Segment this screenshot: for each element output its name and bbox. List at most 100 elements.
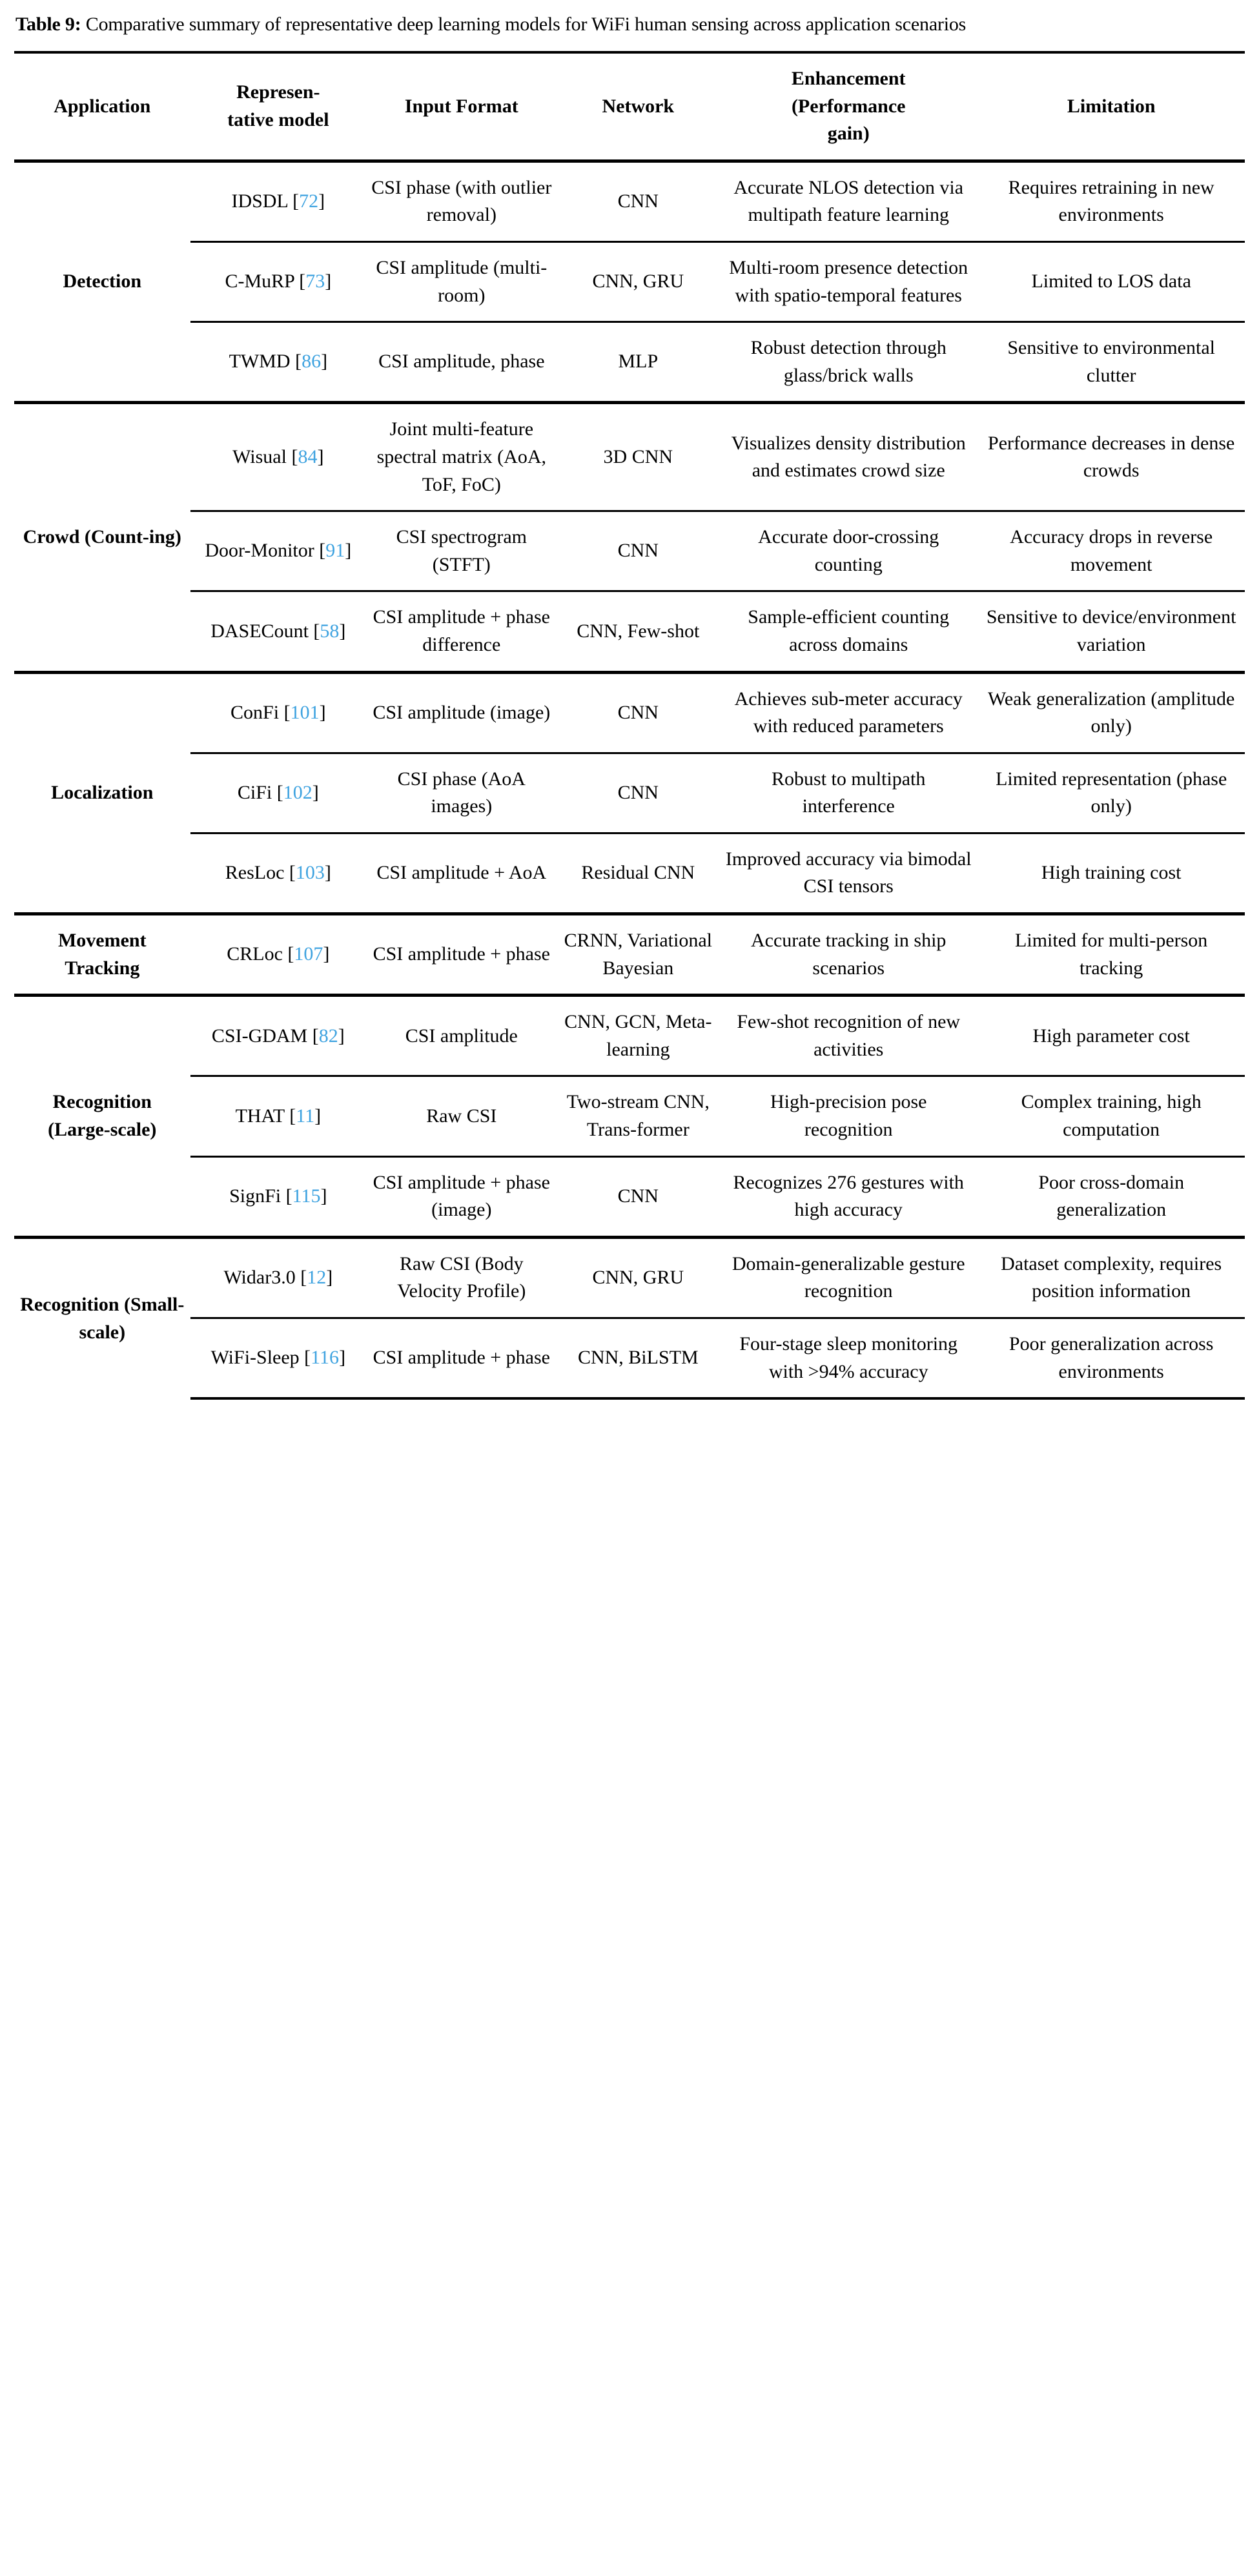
citation-number[interactable]: 72 [299,190,319,212]
citation-link[interactable]: [11] [289,1105,322,1127]
input-format: CSI phase (AoA images) [366,751,557,833]
citation-link[interactable]: [72] [292,190,325,212]
citation-number[interactable]: 116 [311,1347,340,1369]
citation-number[interactable]: 101 [290,701,320,723]
table-row: SignFi [115]CSI amplitude + phase (image… [14,1155,1245,1238]
enhancement-performance-gain: High-precision pose recognition [719,1075,978,1157]
citation-number[interactable]: 84 [298,445,318,467]
enhancement-performance-gain: Robust detection through glass/brick wal… [719,321,978,403]
limitation: Sensitive to environmental clutter [978,321,1245,403]
model-name: Wisual [84] [190,401,367,511]
enhancement-performance-gain: Few-shot recognition of new activities [719,994,978,1076]
network-architecture: CRNN, Variational Bayesian [557,912,720,996]
network-architecture: Two-stream CNN, Trans-former [557,1075,720,1157]
network-architecture: CNN, GRU [557,1235,720,1318]
network-architecture: MLP [557,321,720,403]
enhancement-performance-gain: Sample-efficient counting across domains [719,590,978,672]
application-group-label: Detection [14,159,190,403]
network-architecture: CNN, GCN, Meta-learning [557,994,720,1076]
table-page: Table 9: Comparative summary of represen… [14,14,1245,1400]
input-format: Joint multi-feature spectral matrix (AoA… [366,401,557,511]
citation-link[interactable]: [73] [299,271,332,292]
input-format: CSI amplitude (multi-room) [366,240,557,322]
model-label: Door-Monitor [205,540,320,562]
citation-number[interactable]: 12 [307,1267,327,1289]
limitation: Limited representation (phase only) [978,751,1245,833]
citation-number[interactable]: 73 [305,271,325,292]
input-format: CSI amplitude, phase [366,321,557,403]
network-architecture: 3D CNN [557,401,720,511]
citation-link[interactable]: [91] [319,540,352,562]
column-header-enhancement: Enhancement (Performance gain) [719,50,978,161]
citation-number[interactable]: 58 [320,620,340,642]
limitation: Dataset complexity, requires position in… [978,1235,1245,1318]
network-architecture: CNN [557,510,720,591]
limitation: Poor generalization across environments [978,1317,1245,1400]
citation-link[interactable]: [115] [285,1185,327,1207]
model-name: CiFi [102] [190,751,367,833]
table-row: Crowd (Count-ing)Wisual [84]Joint multi-… [14,401,1245,672]
limitation: Complex training, high computation [978,1075,1245,1157]
citation-number[interactable]: 102 [283,781,312,803]
column-header-enhancement-line3: gain) [827,123,870,145]
network-architecture: CNN [557,1155,720,1238]
enhancement-performance-gain: Multi-room presence detection with spati… [719,240,978,322]
citation-link[interactable]: [102] [276,781,319,803]
enhancement-performance-gain: Recognizes 276 gestures with high accura… [719,1155,978,1238]
network-architecture: Residual CNN [557,832,720,914]
citation-number[interactable]: 107 [294,943,323,965]
model-label: SignFi [229,1185,286,1207]
citation-link[interactable]: [12] [300,1267,333,1289]
column-header-model-line1: Represen- [236,81,320,103]
citation-link[interactable]: [103] [289,862,331,884]
application-group-label: Recognition (Small-scale) [14,1235,190,1399]
citation-link[interactable]: [86] [295,351,328,373]
citation-number[interactable]: 11 [296,1105,315,1127]
column-header-enhancement-line1: Enhancement [791,68,906,89]
limitation: Requires retraining in new environments [978,159,1245,242]
citation-number[interactable]: 91 [325,540,345,562]
model-name: TWMD [86] [190,321,367,403]
citation-link[interactable]: [58] [313,620,346,642]
model-name: CRLoc [107] [190,912,367,996]
table-row: Recognition (Large-scale)CSI-GDAM [82]CS… [14,994,1245,1238]
network-architecture: CNN, BiLSTM [557,1317,720,1400]
citation-number[interactable]: 82 [318,1025,338,1047]
model-label: TWMD [229,351,296,373]
citation-link[interactable]: [107] [287,943,330,965]
limitation: Limited for multi-person tracking [978,912,1245,996]
application-group-label: Localization [14,670,190,914]
network-architecture: CNN [557,159,720,242]
enhancement-performance-gain: Accurate tracking in ship scenarios [719,912,978,996]
model-name: ResLoc [103] [190,832,367,914]
input-format: CSI spectrogram (STFT) [366,510,557,591]
citation-link[interactable]: [82] [312,1025,345,1047]
limitation: High parameter cost [978,994,1245,1076]
enhancement-performance-gain: Achieves sub-meter accuracy with reduced… [719,670,978,753]
input-format: Raw CSI [366,1075,557,1157]
limitation: High training cost [978,832,1245,914]
caption-label: Table 9: [15,14,81,35]
model-label: Wisual [232,445,292,467]
caption-text: Comparative summary of representative de… [81,14,967,35]
model-name: CSI-GDAM [82] [190,994,367,1076]
model-name: ConFi [101] [190,670,367,753]
citation-link[interactable]: [84] [291,445,324,467]
citation-link[interactable]: [101] [283,701,326,723]
citation-link[interactable]: [116] [304,1347,346,1369]
model-label: WiFi-Sleep [210,1347,305,1369]
table-header: Application Represen- tative model Input… [14,50,1245,161]
limitation: Weak generalization (amplitude only) [978,670,1245,753]
column-header-enhancement-line2: (Performance [791,95,906,117]
citation-number[interactable]: 115 [292,1185,321,1207]
network-architecture: CNN [557,751,720,833]
citation-number[interactable]: 103 [295,862,325,884]
table-row: C-MuRP [73]CSI amplitude (multi-room)CNN… [14,240,1245,322]
enhancement-performance-gain: Four-stage sleep monitoring with >94% ac… [719,1317,978,1400]
application-group-label: Movement Tracking [14,912,190,996]
citation-number[interactable]: 86 [302,351,322,373]
network-architecture: CNN [557,670,720,753]
model-name: SignFi [115] [190,1155,367,1238]
enhancement-performance-gain: Visualizes density distribution and esti… [719,401,978,511]
